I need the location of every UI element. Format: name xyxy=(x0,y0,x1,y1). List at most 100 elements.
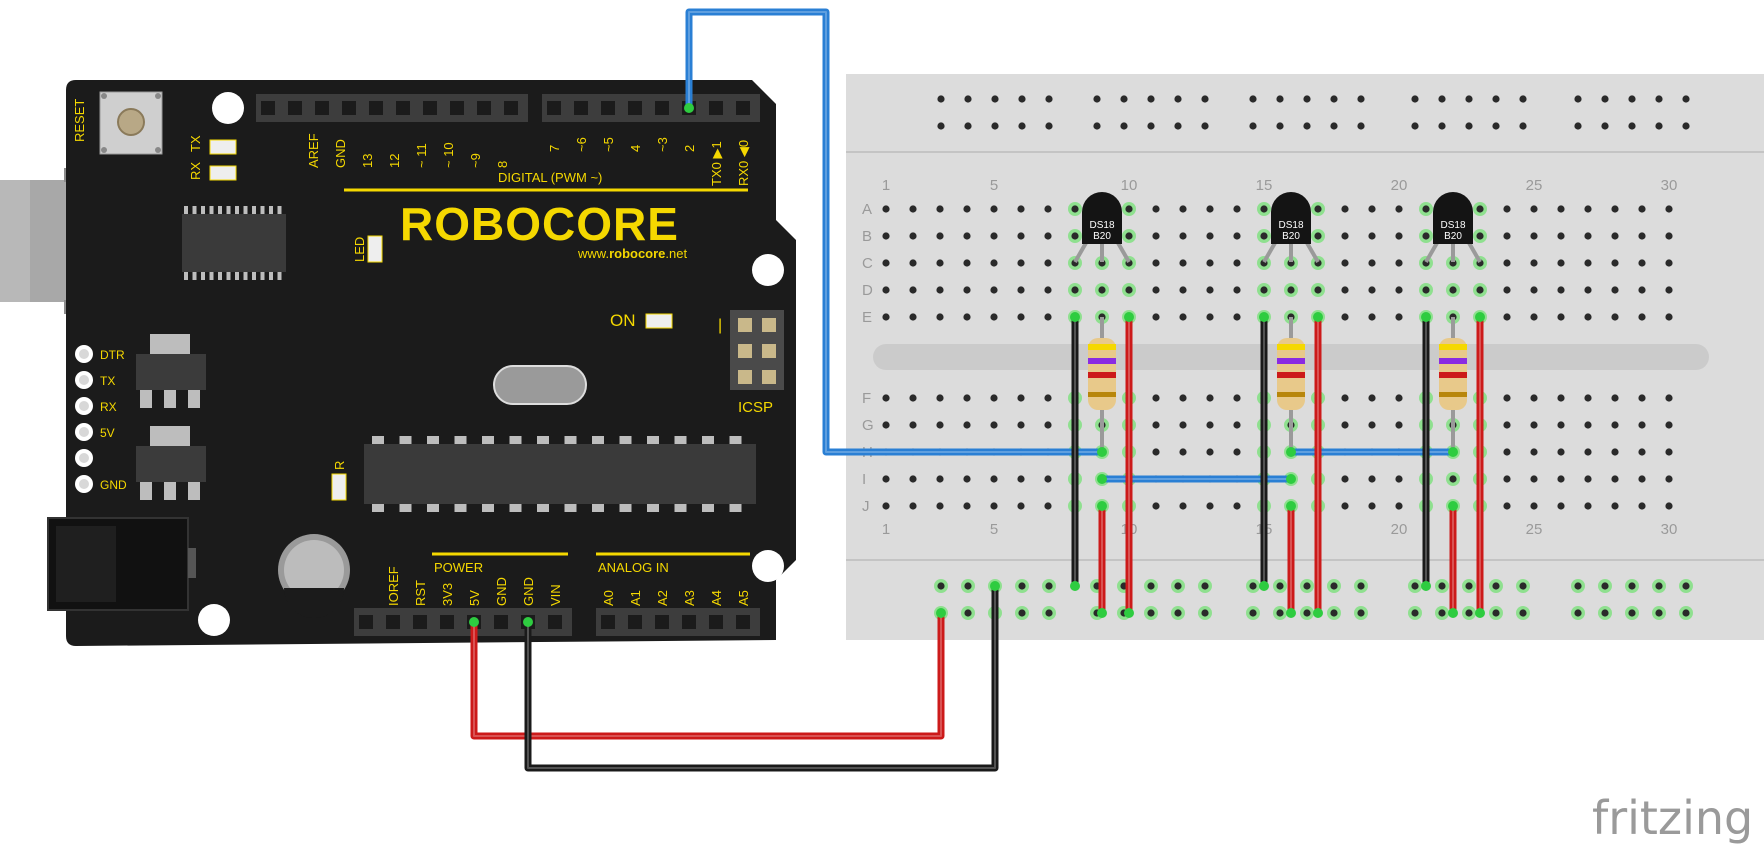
rail-hole xyxy=(991,95,999,103)
power-pin-label: GND xyxy=(494,577,509,606)
rail-hole xyxy=(1018,95,1026,103)
rail-hole xyxy=(1519,122,1527,130)
rail-hole xyxy=(1330,95,1338,103)
header-pin[interactable] xyxy=(450,101,464,115)
breadboard-hole xyxy=(1233,394,1241,402)
header-pin[interactable] xyxy=(342,101,356,115)
header-pin[interactable] xyxy=(413,615,427,629)
breadboard-hole xyxy=(1395,205,1403,213)
reset-button[interactable] xyxy=(99,91,163,155)
header-pin[interactable] xyxy=(369,101,383,115)
breadboard-hole xyxy=(1044,286,1052,294)
rail-hole xyxy=(1655,95,1663,103)
voltage-regulator xyxy=(136,426,206,500)
rail-hole xyxy=(1411,609,1419,617)
header-pin[interactable] xyxy=(548,615,562,629)
header-pin[interactable] xyxy=(386,615,400,629)
breadboard-hole xyxy=(1638,313,1646,321)
breadboard-hole xyxy=(990,205,998,213)
breadboard-hole xyxy=(1152,232,1160,240)
breadboard-hole xyxy=(1314,232,1322,240)
header-pin[interactable] xyxy=(601,101,615,115)
header-pin[interactable] xyxy=(547,101,561,115)
breadboard-hole xyxy=(1017,394,1025,402)
header-pin[interactable] xyxy=(709,615,723,629)
breadboard-hole xyxy=(1017,232,1025,240)
header-pin[interactable] xyxy=(423,101,437,115)
rail-hole xyxy=(1601,582,1609,590)
breadboard-hole xyxy=(1584,448,1592,456)
header-pin[interactable] xyxy=(396,101,410,115)
rail-hole xyxy=(1357,95,1365,103)
rail-hole xyxy=(1601,609,1609,617)
header-pin[interactable] xyxy=(655,615,669,629)
header-pin[interactable] xyxy=(628,101,642,115)
breadboard-hole xyxy=(1152,205,1160,213)
header-pin[interactable] xyxy=(736,101,750,115)
rail-hole xyxy=(1357,609,1365,617)
breadboard-hole xyxy=(1206,205,1214,213)
wire-endpoint xyxy=(1097,474,1107,484)
power-pin-label: 5V xyxy=(467,590,482,606)
rail-hole xyxy=(1174,609,1182,617)
breadboard-hole xyxy=(882,313,890,321)
breadboard-hole xyxy=(1611,205,1619,213)
breadboard-hole xyxy=(1260,205,1268,213)
wire-endpoint xyxy=(1448,608,1458,618)
breadboard-hole xyxy=(1368,421,1376,429)
header-pin[interactable] xyxy=(440,615,454,629)
rail-hole xyxy=(1045,122,1053,130)
tx-led xyxy=(209,139,237,155)
rail-hole xyxy=(937,582,945,590)
digital-pin-label: ~9 xyxy=(468,153,483,168)
breadboard-hole xyxy=(963,475,971,483)
wire-endpoint xyxy=(1286,474,1296,484)
breadboard-hole xyxy=(1341,394,1349,402)
breadboard-hole xyxy=(963,502,971,510)
header-pin[interactable] xyxy=(628,615,642,629)
header-pin[interactable] xyxy=(655,101,669,115)
arduino-gnd-wire[interactable] xyxy=(524,582,999,772)
header-pin[interactable] xyxy=(601,615,615,629)
breadboard-hole xyxy=(1584,502,1592,510)
header-pin[interactable] xyxy=(736,615,750,629)
header-pin[interactable] xyxy=(504,101,518,115)
data-wire-pin2[interactable] xyxy=(685,8,1106,456)
wire-endpoint xyxy=(1286,447,1296,457)
breadboard-hole xyxy=(1206,286,1214,294)
rail-hole xyxy=(1628,95,1636,103)
header-pin[interactable] xyxy=(315,101,329,115)
digital-pin-label: 8 xyxy=(495,161,510,168)
breadboard-hole xyxy=(990,313,998,321)
electrolytic-capacitor xyxy=(278,534,350,618)
header-pin[interactable] xyxy=(261,101,275,115)
breadboard-hole xyxy=(1233,421,1241,429)
fritzing-watermark: fritzing xyxy=(1592,791,1753,845)
breadboard-hole xyxy=(936,475,944,483)
led-label: LED xyxy=(352,237,367,262)
breadboard-hole xyxy=(882,232,890,240)
breadboard-hole xyxy=(1584,259,1592,267)
rail-hole xyxy=(1574,122,1582,130)
wire-endpoint xyxy=(1421,312,1431,322)
rail-hole xyxy=(937,95,945,103)
on-label: ON xyxy=(610,311,636,330)
header-pin[interactable] xyxy=(494,615,508,629)
header-pin[interactable] xyxy=(359,615,373,629)
header-pin[interactable] xyxy=(709,101,723,115)
digital-pin-label: AREF xyxy=(306,133,321,168)
header-pin[interactable] xyxy=(682,615,696,629)
header-pin[interactable] xyxy=(288,101,302,115)
power-label: POWER xyxy=(434,560,483,575)
header-pin[interactable] xyxy=(574,101,588,115)
header-pin[interactable] xyxy=(477,101,491,115)
breadboard-hole xyxy=(1179,448,1187,456)
r-resistor xyxy=(331,473,347,501)
rail-hole xyxy=(964,609,972,617)
breadboard-hole xyxy=(1206,313,1214,321)
sensor-label: DS18 xyxy=(1440,220,1465,231)
breadboard-hole xyxy=(1017,475,1025,483)
arduino-5v-wire[interactable] xyxy=(470,609,945,740)
breadboard-hole xyxy=(1422,286,1430,294)
